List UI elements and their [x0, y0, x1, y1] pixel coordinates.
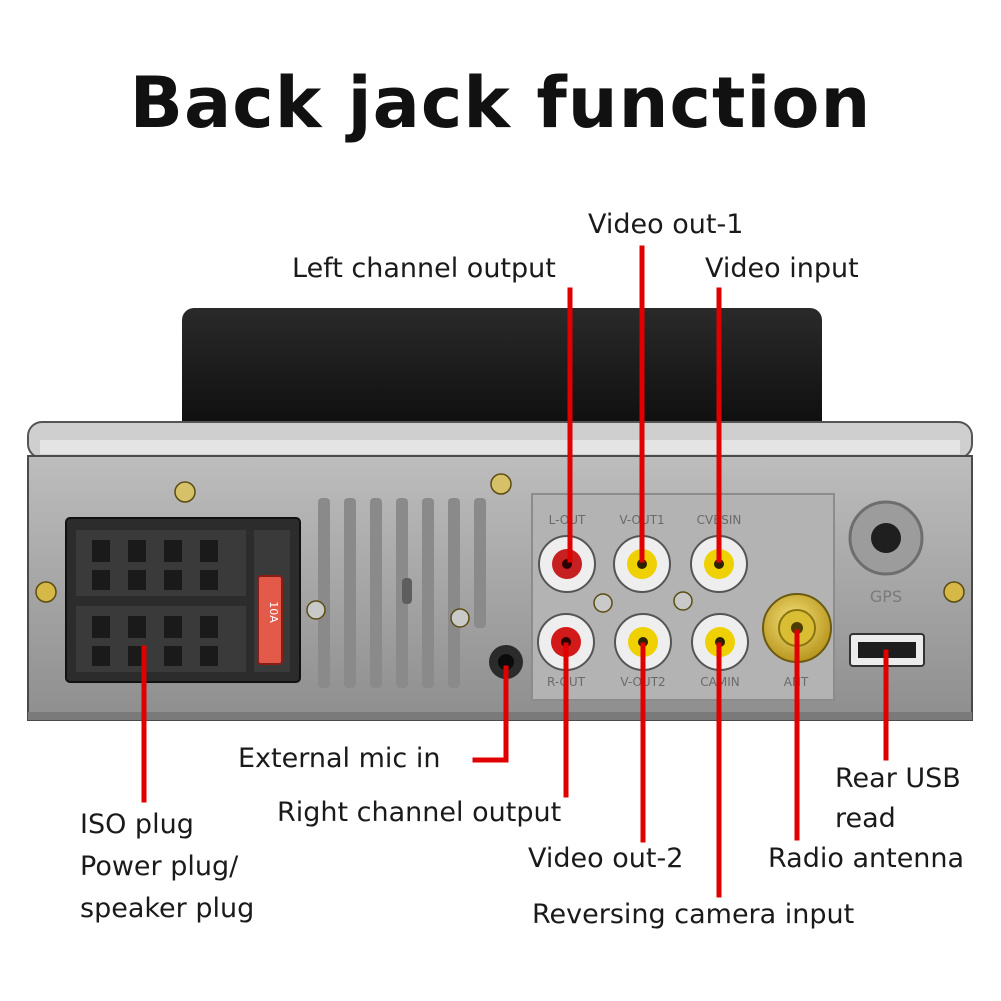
callout-lines — [141, 245, 889, 898]
page-title: Back jack function — [129, 62, 872, 144]
label-video-out-1: Video out-1 — [588, 209, 744, 240]
label-rear-usb: Rear USB — [835, 763, 961, 794]
callout-mic — [472, 665, 509, 763]
marking-l-out: L-OUT — [549, 513, 586, 527]
label-power-plug: Power plug/ — [80, 851, 239, 882]
screw-icon — [450, 608, 470, 628]
screw-icon — [593, 593, 613, 613]
screw-icon — [673, 591, 693, 611]
label-video-input: Video input — [705, 253, 859, 284]
label-radio-antenna: Radio antenna — [768, 843, 965, 874]
label-external-mic-in: External mic in — [238, 743, 441, 774]
rca-camera-in — [691, 613, 749, 671]
gps-port — [848, 500, 924, 576]
screws — [35, 473, 965, 628]
label-right-channel-output: Right channel output — [277, 797, 562, 828]
screw-icon — [35, 581, 57, 603]
screen-back — [182, 308, 822, 438]
fuse — [257, 575, 283, 665]
rca-video-in — [690, 535, 748, 593]
vent-grill — [318, 498, 486, 688]
screw-icon — [490, 473, 512, 495]
screw-icon — [943, 581, 965, 603]
rca-left-out — [538, 535, 596, 593]
vent-slot — [402, 578, 412, 604]
panel-bottom-edge — [28, 712, 972, 720]
label-iso-plug: ISO plug — [80, 809, 194, 840]
screw-icon — [306, 600, 326, 620]
rca-video-out-2 — [614, 613, 672, 671]
screw-icon — [174, 481, 196, 503]
label-left-channel-output: Left channel output — [292, 253, 556, 284]
mic-jack — [489, 645, 523, 679]
label-speaker-plug: speaker plug — [80, 893, 255, 924]
fuse-marking: 10A — [267, 601, 280, 623]
label-rear-usb-read: read — [835, 803, 896, 834]
marking-gps: GPS — [870, 587, 902, 606]
rca-video-out-1 — [613, 535, 671, 593]
chassis-top-strip — [40, 440, 960, 454]
label-reversing-camera-input: Reversing camera input — [532, 899, 855, 930]
label-video-out-2: Video out-2 — [528, 843, 684, 874]
